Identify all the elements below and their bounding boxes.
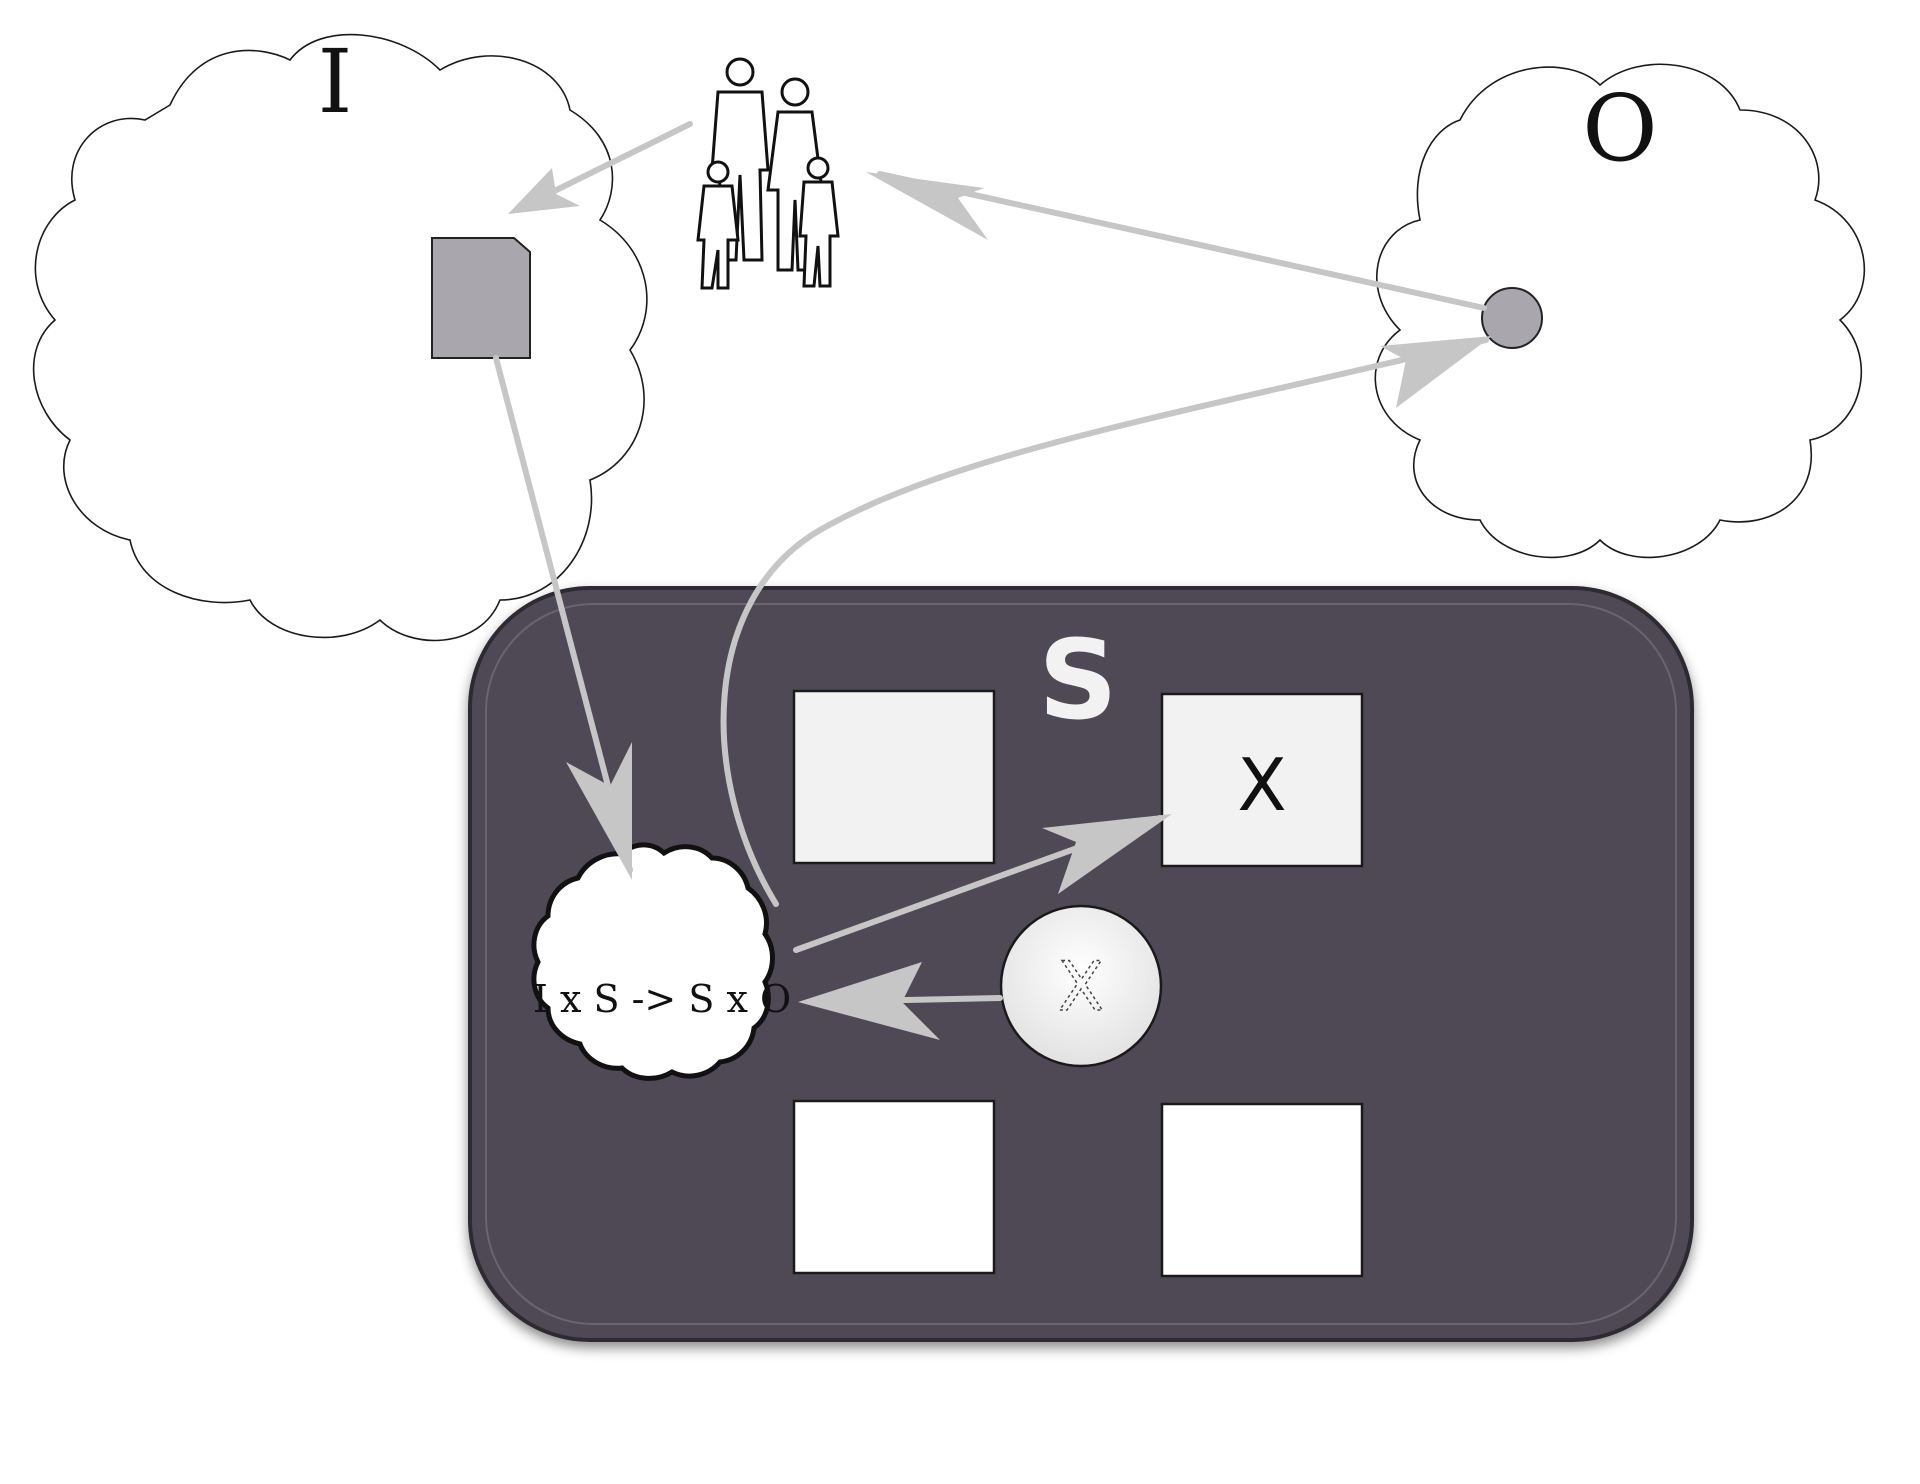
output-space-cloud (1374, 63, 1866, 559)
input-space-cloud (32, 33, 648, 642)
state-slot-bottom-right (1160, 1102, 1364, 1278)
state-slot-top-right-label: X (1237, 743, 1286, 827)
arrow-gear-to-output (720, 337, 1489, 907)
pending-state-token (999, 904, 1163, 1068)
family-icon (696, 57, 840, 290)
arrowhead-document-to-gear (566, 742, 632, 880)
state-space-inner-border (485, 603, 1677, 1325)
pending-state-token-label: X (1058, 948, 1105, 1027)
arrow-output-to-family (877, 171, 1487, 311)
gear-icon (531, 842, 775, 1081)
transition-function-gear (531, 842, 775, 1081)
arrowhead-family-to-document (508, 168, 580, 214)
arrow-document-to-gear (493, 355, 633, 873)
arrowhead-output-to-family (866, 172, 988, 240)
input-space-label: I (318, 30, 353, 133)
arrowhead-gear-to-output (1380, 336, 1492, 408)
document-icon (431, 237, 531, 359)
state-slot-top-right (1160, 692, 1364, 868)
state-slot-top-left (792, 689, 996, 865)
state-slot-bottom-left (792, 1099, 996, 1275)
transition-function-label: I x S -> S x O (533, 977, 791, 1021)
output-space-label: O (1582, 75, 1657, 182)
arrowhead-gear-to-slot-x (1042, 814, 1172, 894)
arrowhead-token-to-gear (798, 962, 940, 1040)
state-space-label: S (1038, 616, 1117, 744)
output-dot-icon (1481, 287, 1543, 349)
